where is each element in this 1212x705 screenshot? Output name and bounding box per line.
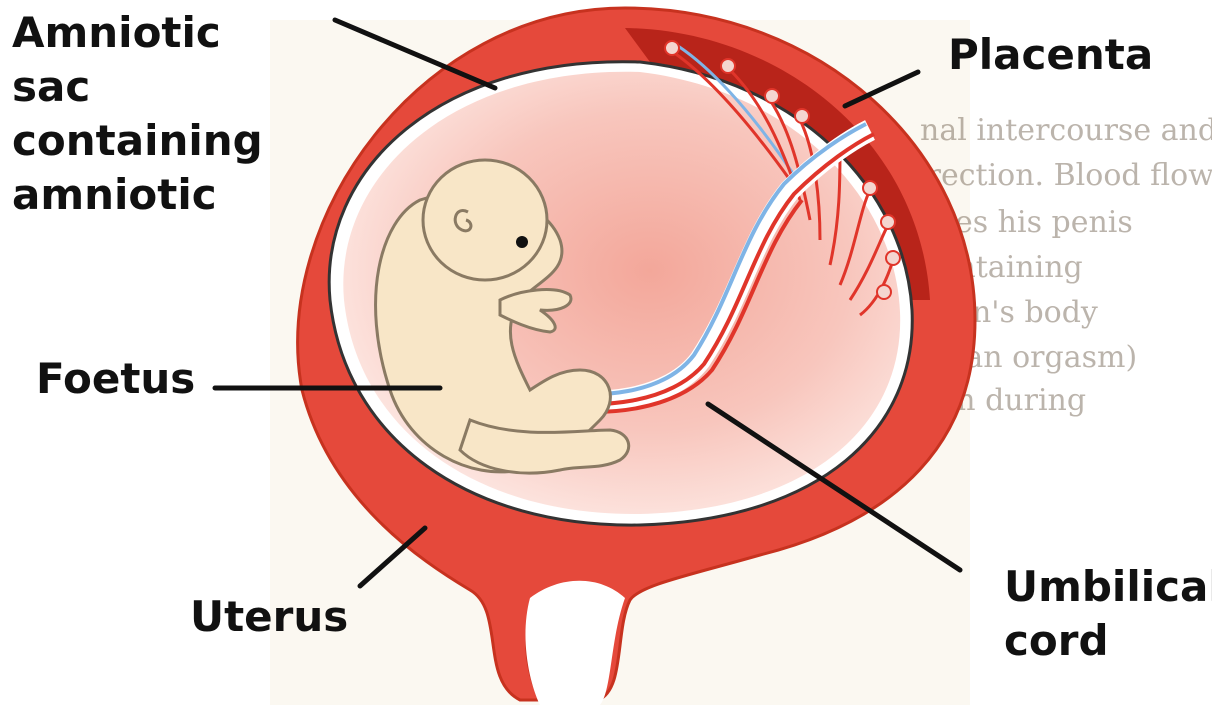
amniotic-sac-label: Amniotic sac containing amniotic — [12, 6, 263, 222]
umbilical-cord-label: Umbilical cord — [1004, 560, 1212, 668]
background-text-line: nal intercourse and is — [920, 113, 1212, 148]
amniotic-sac-label-line: sac — [12, 60, 263, 114]
foetus-eye — [516, 236, 528, 248]
amniotic-sac-label-line: Amniotic — [12, 6, 263, 60]
foetus-label: Foetus — [36, 352, 195, 406]
umbilical-cord-label-line: cord — [1004, 614, 1212, 668]
uterus-label: Uterus — [190, 590, 348, 644]
amniotic-sac-label-line: amniotic — [12, 168, 263, 222]
amniotic-sac-label-line: containing — [12, 114, 263, 168]
foetus-head — [423, 160, 547, 280]
placenta-label: Placenta — [948, 28, 1153, 82]
umbilical-cord-label-line: Umbilical — [1004, 560, 1212, 614]
